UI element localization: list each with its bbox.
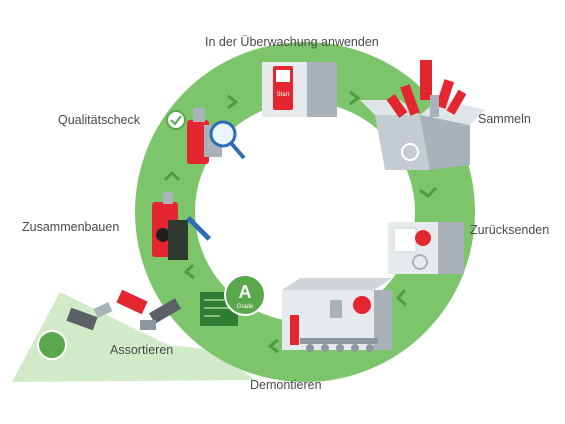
grade-badge — [224, 274, 266, 316]
monitoring-device-illustration: Start — [262, 62, 337, 117]
magnifier-icon — [209, 120, 237, 148]
stage-label-collect: Sammeln — [478, 112, 531, 126]
sorted-devices-illustration — [37, 289, 181, 360]
assemble-illustration — [152, 192, 212, 260]
ring-arrow — [163, 170, 181, 182]
recycle-icon — [412, 254, 428, 270]
ring-arrow — [395, 289, 407, 307]
device-start-label: Start — [277, 92, 290, 98]
ring-arrow — [267, 338, 279, 354]
stage-label-sort: Assortieren — [110, 343, 174, 357]
ring-arrow — [183, 263, 195, 280]
pcb-grade-illustration: A Grade — [200, 274, 266, 326]
collection-box-illustration — [360, 60, 485, 170]
ring-arrow — [349, 90, 361, 106]
return-box-illustration — [388, 222, 464, 274]
ring-arrow — [419, 186, 438, 198]
stage-label-dismantle: Demontieren — [250, 378, 322, 392]
brand-logo-icon — [353, 296, 371, 314]
brand-logo-icon — [415, 230, 431, 246]
ring-arrow — [227, 94, 239, 110]
quality-check-illustration — [166, 108, 246, 164]
stage-label-quality-check: Qualitätscheck — [58, 113, 140, 127]
checkmark-badge-icon — [166, 110, 186, 130]
grade-label: Grade — [237, 304, 254, 310]
recycle-icon — [37, 330, 67, 360]
grade-letter: A — [239, 282, 252, 302]
stage-label-assemble: Zusammenbauen — [22, 220, 120, 234]
stage-label-apply-in-monitoring: In der Überwachung anwenden — [205, 35, 379, 49]
recycle-icon — [401, 143, 419, 161]
dismantle-machine-illustration — [282, 278, 392, 352]
stage-label-return: Zurücksenden — [470, 223, 550, 237]
